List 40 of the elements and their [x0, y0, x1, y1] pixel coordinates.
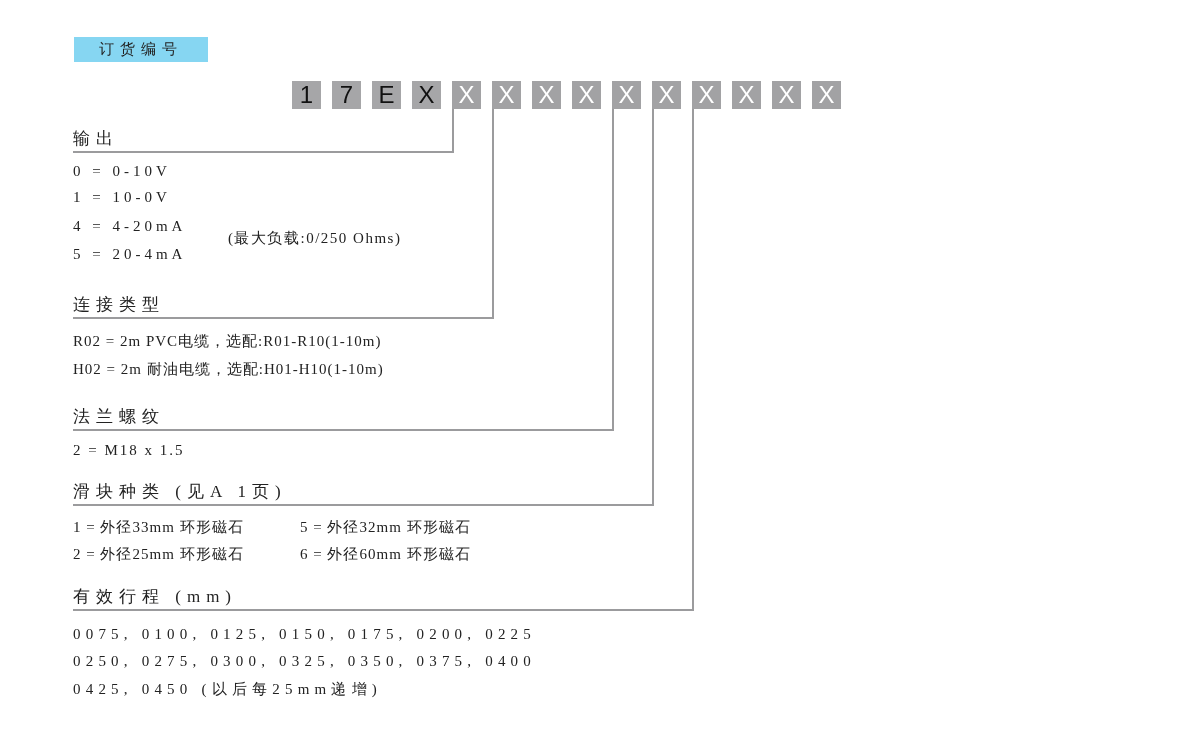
connector-line [72, 108, 654, 506]
connector-line [72, 108, 614, 431]
section-heading: 有效行程 (mm) [73, 586, 238, 608]
section-heading: 法兰螺纹 [73, 406, 165, 428]
option-text: 5 = 外径32mm 环形磁石 [300, 518, 471, 537]
option-text: 6 = 外径60mm 环形磁石 [300, 545, 471, 564]
code-placeholder-box: X [452, 81, 481, 109]
code-digit-box: E [372, 81, 401, 109]
connector-line [72, 108, 494, 319]
option-text: 0 = 0-10V [73, 162, 171, 181]
code-placeholder-box: X [652, 81, 681, 109]
connector-line [72, 108, 694, 611]
code-placeholder-box: X [572, 81, 601, 109]
option-text: 2 = M18 x 1.5 [73, 441, 185, 460]
code-placeholder-box: X [612, 81, 641, 109]
option-text: 1 = 10-0V [73, 188, 171, 207]
code-placeholder-box: X [732, 81, 761, 109]
option-text: R02 = 2m PVC电缆，选配:R01-R10(1-10m) [73, 332, 382, 351]
code-placeholder-box: X [492, 81, 521, 109]
code-placeholder-box: X [532, 81, 561, 109]
option-text: 0075, 0100, 0125, 0150, 0175, 0200, 0225 [73, 625, 536, 644]
code-digit-box: 7 [332, 81, 361, 109]
section-heading: 滑块种类 (见A 1页) [73, 481, 287, 503]
option-text: 2 = 外径25mm 环形磁石 [73, 545, 244, 564]
option-text: 1 = 外径33mm 环形磁石 [73, 518, 244, 537]
code-placeholder-box: X [812, 81, 841, 109]
code-placeholder-box: X [692, 81, 721, 109]
code-digit-box: X [412, 81, 441, 109]
option-text: (最大负载:0/250 Ohms) [228, 229, 402, 248]
option-text: 4 = 4-20mA [73, 217, 187, 236]
option-text: 5 = 20-4mA [73, 245, 187, 264]
option-text: H02 = 2m 耐油电缆，选配:H01-H10(1-10m) [73, 360, 384, 379]
option-text: 0250, 0275, 0300, 0325, 0350, 0375, 0400 [73, 652, 536, 671]
section-heading: 连接类型 [73, 294, 165, 316]
section-heading: 输出 [73, 128, 119, 150]
code-placeholder-box: X [772, 81, 801, 109]
title-banner: 订货编号 [74, 37, 208, 62]
code-digit-box: 1 [292, 81, 321, 109]
option-text: 0425, 0450 (以后每25mm递增) [73, 680, 382, 699]
connector-line [72, 108, 454, 153]
